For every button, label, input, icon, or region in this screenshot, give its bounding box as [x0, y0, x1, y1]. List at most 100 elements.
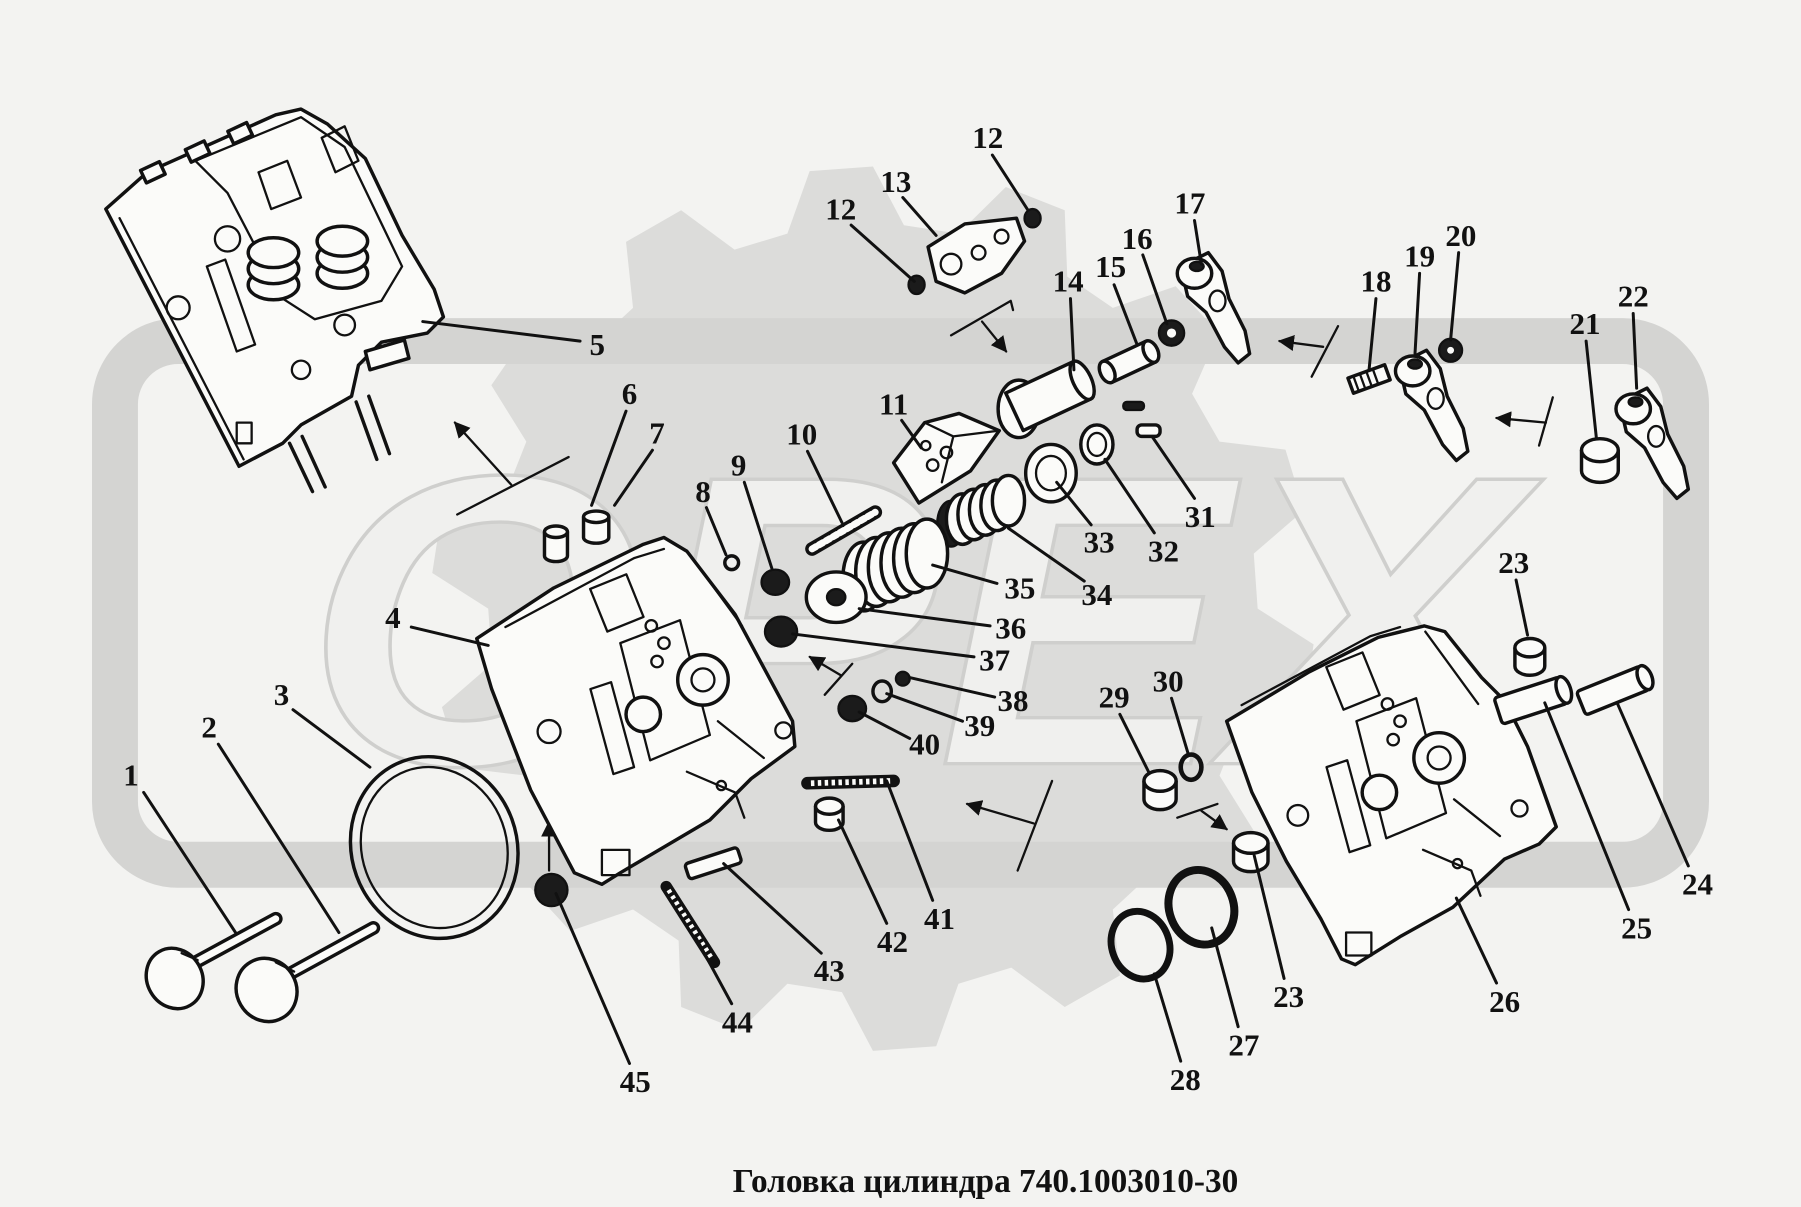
callout-number: 4 — [385, 600, 401, 635]
part-valve-2 — [234, 921, 381, 1024]
callout-46: 12 — [825, 191, 916, 283]
leader-line — [857, 710, 912, 740]
callout-14: 14 — [1053, 264, 1084, 372]
leader-line — [1055, 480, 1093, 527]
callout-number: 43 — [814, 953, 845, 988]
callout-number: 32 — [1148, 534, 1179, 569]
callout-number: 34 — [1081, 577, 1112, 612]
part-pin-42 — [813, 796, 845, 833]
callout-number: 45 — [620, 1064, 651, 1099]
part-washer-36 — [804, 570, 868, 625]
indicator-bar — [456, 455, 570, 516]
callout-12: 12 — [972, 120, 1030, 212]
part-nut-20 — [1437, 337, 1464, 363]
indicator-bar — [949, 299, 1015, 337]
indicator-bar — [823, 662, 854, 696]
leader-line — [1252, 854, 1286, 980]
callout-number: 14 — [1053, 264, 1084, 299]
part-ring-28 — [1107, 907, 1174, 983]
callout-number: 37 — [979, 643, 1010, 678]
leader-line — [849, 223, 916, 283]
leader-line — [722, 862, 823, 955]
callout-27: 27 — [1210, 926, 1259, 1062]
callout-number: 39 — [964, 708, 995, 743]
callout-19: 19 — [1404, 238, 1435, 356]
callout-number: 20 — [1445, 218, 1476, 253]
indicator-arrow — [980, 320, 1008, 353]
callout-6: 6 — [590, 376, 637, 507]
leader-line — [1543, 701, 1631, 912]
callout-number: 30 — [1153, 663, 1184, 698]
part-plug-45 — [534, 872, 569, 908]
callout-number: 13 — [880, 164, 911, 199]
callout-number: 38 — [998, 683, 1029, 718]
leader-line — [901, 196, 938, 237]
leader-line — [613, 448, 654, 507]
callout-44: 44 — [693, 934, 753, 1039]
callout-26: 26 — [1454, 896, 1520, 1019]
callout-13: 13 — [880, 164, 938, 237]
leader-line — [1514, 578, 1530, 637]
callout-29: 29 — [1099, 679, 1151, 774]
leader-line — [791, 632, 976, 659]
callout-number: 5 — [590, 327, 606, 362]
callout-40: 40 — [857, 710, 940, 762]
callout-number: 27 — [1228, 1027, 1259, 1062]
callout-number: 33 — [1084, 524, 1115, 559]
part-bushing-21 — [1579, 436, 1620, 485]
part-bracket-11 — [891, 411, 1001, 505]
leader-line — [990, 153, 1030, 212]
part-nut-16 — [1157, 319, 1186, 347]
callout-39: 39 — [885, 692, 995, 743]
callout-37: 37 — [791, 632, 1010, 678]
callout-38: 38 — [908, 676, 1029, 718]
callout-number: 36 — [995, 611, 1026, 646]
leader-line — [216, 742, 341, 935]
part-bushing-29 — [1142, 768, 1178, 812]
callout-number: 35 — [1004, 570, 1035, 605]
indicator-bar — [1016, 779, 1054, 872]
callout-36: 36 — [857, 607, 1026, 646]
part-cylinder-head — [475, 535, 797, 887]
part-ring-8 — [723, 554, 741, 572]
callout-41: 41 — [885, 779, 955, 936]
part-tube-25 — [1493, 674, 1574, 726]
leader-line — [1006, 526, 1086, 583]
callout-21: 21 — [1569, 306, 1600, 441]
callout-2: 2 — [201, 709, 341, 935]
part-bolt-18 — [1346, 363, 1392, 395]
part-gasket-ring-3 — [348, 754, 520, 941]
watermark-band — [92, 318, 1709, 888]
callout-number: 19 — [1404, 238, 1435, 273]
leader-line — [421, 320, 582, 343]
indicator-arrow — [1277, 335, 1325, 351]
callout-45: 45 — [554, 891, 651, 1099]
assembly-indicators — [453, 299, 1554, 872]
callout-3: 3 — [274, 677, 372, 769]
part-rocker-shaft-14 — [996, 359, 1096, 440]
callout-number: 28 — [1170, 1062, 1201, 1097]
part-nut-37 — [763, 615, 799, 648]
indicator-arrow — [1494, 411, 1548, 428]
callout-number: 3 — [274, 677, 290, 712]
leader-line — [1152, 972, 1183, 1063]
leader-line — [857, 607, 992, 628]
callout-35: 35 — [931, 563, 1035, 605]
leader-line — [1112, 283, 1139, 347]
leader-line — [931, 563, 999, 585]
callout-10: 10 — [786, 416, 844, 525]
callout-number: 15 — [1095, 249, 1126, 284]
callout-31: 31 — [1150, 434, 1216, 534]
callout-47: 23 — [1252, 854, 1304, 1014]
callout-number: 9 — [731, 447, 747, 482]
leader-line — [1449, 251, 1461, 342]
part-cylinder-head-assembly — [104, 107, 446, 494]
callout-43: 43 — [722, 862, 845, 988]
leader-line — [704, 506, 728, 557]
callout-32: 32 — [1103, 457, 1179, 569]
leader-line — [554, 891, 631, 1065]
callout-17: 17 — [1174, 186, 1205, 266]
part-ball-38 — [894, 670, 911, 687]
leader-line — [805, 449, 844, 525]
